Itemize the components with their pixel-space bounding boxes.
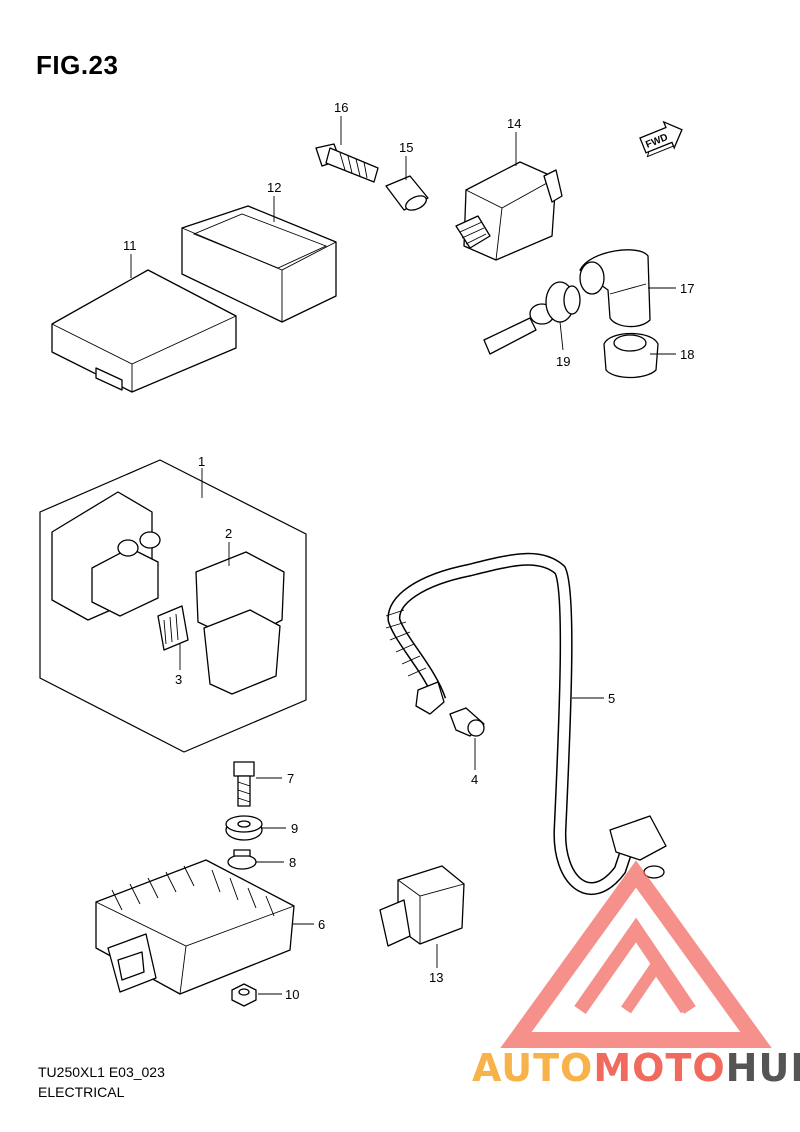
seal-19-part (529, 281, 581, 325)
bolt-7-part (233, 761, 255, 807)
figure-title: FIG.23 (36, 50, 119, 80)
callout-3: 3 (175, 672, 182, 687)
section-name: ELECTRICAL (38, 1084, 125, 1100)
callout-1: 1 (198, 454, 205, 469)
case-12-part (181, 205, 337, 323)
watermark-part-moto: MOTO (593, 1046, 726, 1090)
callout-17: 17 (680, 281, 694, 296)
callout-14: 14 (507, 116, 521, 131)
bolt-4-part (449, 707, 485, 737)
cover-18-part (603, 332, 659, 379)
nut-10-part (231, 983, 257, 1007)
connector-13-part (379, 865, 465, 947)
callout-13: 13 (429, 970, 443, 985)
callout-15: 15 (399, 140, 413, 155)
leader-lines (130, 116, 676, 995)
battery-cable-5-part (385, 552, 667, 895)
callout-6: 6 (318, 917, 325, 932)
callout-12: 12 (267, 180, 281, 195)
ecm-11-part (51, 269, 237, 393)
callout-2: 2 (225, 526, 232, 541)
callout-4: 4 (471, 772, 478, 787)
plug-cap-17-part (579, 249, 651, 328)
bolt-16-part (315, 143, 379, 183)
callout-18: 18 (680, 347, 694, 362)
model-code: TU250XL1 E03_023 (38, 1064, 165, 1080)
collar-8-part (227, 849, 257, 870)
callout-9: 9 (291, 821, 298, 836)
grommet-9-part (225, 815, 263, 841)
callout-labels: 16 15 14 12 11 17 19 18 1 2 3 5 4 7 9 8 … (123, 100, 694, 1002)
relay-assembly-1-part (39, 459, 307, 753)
callout-10: 10 (285, 987, 299, 1002)
regulator-6-part (95, 859, 295, 995)
fwd-arrow-icon: FWD (639, 120, 683, 158)
collar-15-part (385, 175, 429, 211)
callout-5: 5 (608, 691, 615, 706)
callout-7: 7 (287, 771, 294, 786)
callout-11: 11 (123, 238, 137, 253)
callout-19: 19 (556, 354, 570, 369)
watermark-logo-icon (500, 860, 772, 1048)
callout-8: 8 (289, 855, 296, 870)
callout-16: 16 (334, 100, 348, 115)
watermark-part-hub: HUB (725, 1046, 800, 1090)
ignition-coil-14-part (373, 161, 563, 382)
watermark-part-auto: AUTO (472, 1046, 594, 1090)
watermark-text: AUTOMOTOHUB (472, 1046, 800, 1090)
